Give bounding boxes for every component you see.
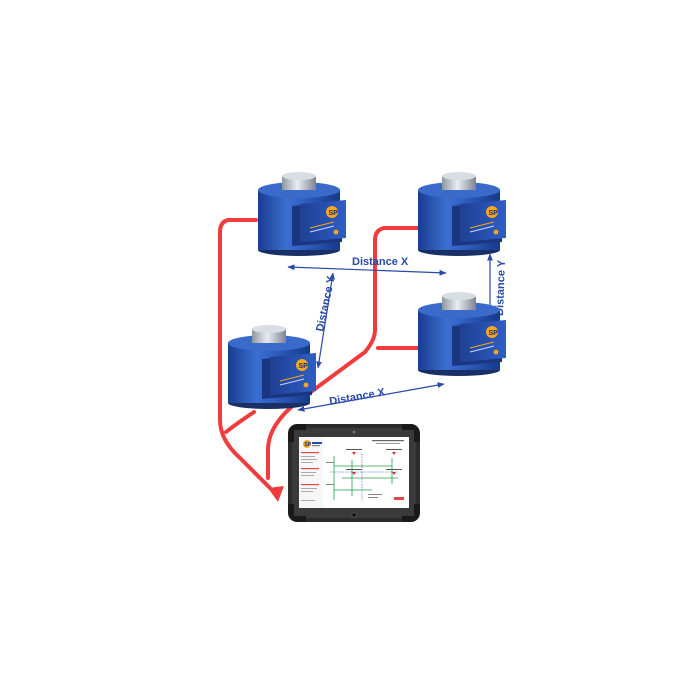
cable-top-left [218,218,272,490]
sp-logo-icon: SP [486,326,498,338]
tablet-screen: SP [299,437,409,508]
camera-icon [352,430,356,434]
cable-top-right [266,226,420,480]
distance-x-top-arrow [287,264,447,276]
sp-logo-icon: SP [296,359,308,371]
svg-text:SP: SP [329,210,339,217]
sp-logo-icon: SP [326,206,338,218]
transmitter-box: SP [262,353,316,399]
cable-arrowhead [268,486,284,502]
distance-y-left-arrow [316,272,335,369]
distance-x-top-label: Distance X [352,256,409,268]
load-cell-top-left: SP [258,172,346,256]
transmitter-box: SP [292,200,346,246]
svg-text:SP: SP [304,442,311,448]
app-logo-icon: SP [303,440,322,448]
transmitter-box: SP [452,200,506,246]
svg-text:SP: SP [489,330,499,337]
distance-y-right-label: Distance Y [494,259,508,316]
distance-y-left-label: Distance Y [314,275,338,333]
transmitter-box: SP [452,320,506,366]
load-cell-bottom-right: SP [418,292,506,376]
load-cell-bottom-left: SP [228,325,316,409]
rugged-tablet: SP [288,424,420,522]
signal-cables [218,218,422,490]
distance-x-bottom-arrow [297,382,445,412]
svg-text:SP: SP [489,210,499,217]
load-cell-top-right: SP [418,172,506,256]
dimension-arrows [287,253,493,412]
home-button[interactable] [351,512,357,518]
distance-x-bottom-label: Distance X [328,386,386,408]
svg-text:SP: SP [299,363,309,370]
cable-bottom-left [224,410,256,434]
sp-logo-icon: SP [486,206,498,218]
